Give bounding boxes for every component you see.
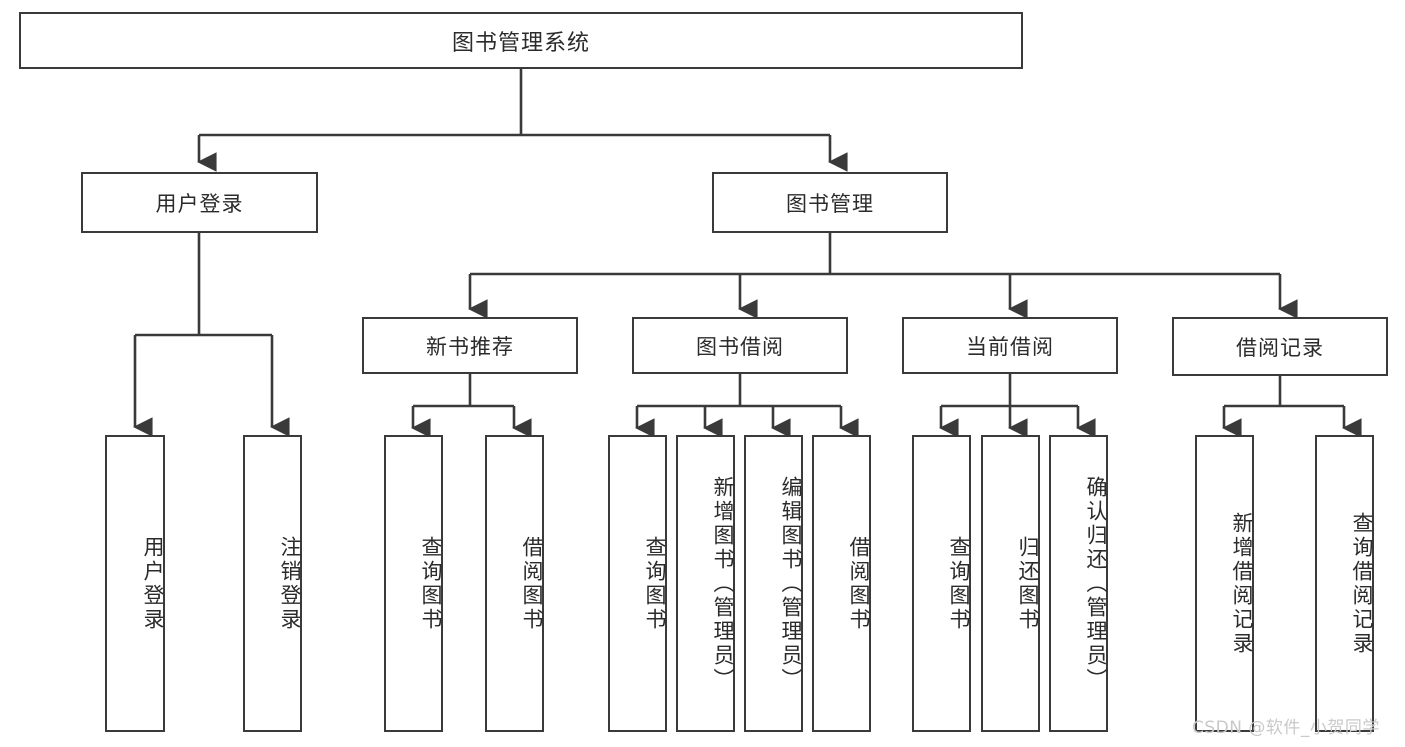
leaf-label: 归还图书 xyxy=(1016,535,1040,632)
leaf-label: 确认归还（管理员） xyxy=(1084,475,1108,692)
leaf-book-borrow-query-books[interactable]: 查询图书 xyxy=(608,435,667,732)
leaf-current-borrow-query-books[interactable]: 查询图书 xyxy=(912,435,971,732)
node-book-borrow[interactable]: 图书借阅 xyxy=(632,317,848,374)
leaf-book-borrow-borrow-books[interactable]: 借阅图书 xyxy=(812,435,871,732)
node-book-management[interactable]: 图书管理 xyxy=(712,172,948,233)
leaf-book-borrow-add-book-admin[interactable]: 新增图书（管理员） xyxy=(676,435,735,732)
leaf-user-login-signout[interactable]: 注销登录 xyxy=(243,435,302,732)
node-root-label: 图书管理系统 xyxy=(451,30,590,56)
leaf-current-borrow-return-books[interactable]: 归还图书 xyxy=(981,435,1040,732)
leaf-book-borrow-edit-book-admin[interactable]: 编辑图书（管理员） xyxy=(744,435,803,732)
leaf-label: 查询图书 xyxy=(643,535,667,632)
node-borrow-record[interactable]: 借阅记录 xyxy=(1172,317,1388,376)
leaf-label: 新增借阅记录 xyxy=(1230,511,1254,656)
leaf-label: 查询图书 xyxy=(947,535,971,632)
leaf-label: 查询图书 xyxy=(419,535,443,632)
leaf-user-login-signin[interactable]: 用户登录 xyxy=(105,435,165,732)
leaf-label: 查询借阅记录 xyxy=(1350,511,1374,656)
leaf-label: 编辑图书（管理员） xyxy=(779,475,803,692)
leaf-label: 新增图书（管理员） xyxy=(711,475,735,692)
leaf-current-borrow-confirm-return-admin[interactable]: 确认归还（管理员） xyxy=(1049,435,1108,732)
node-user-login[interactable]: 用户登录 xyxy=(81,172,318,233)
node-borrow-record-label: 借阅记录 xyxy=(1236,335,1324,360)
leaf-new-book-borrow-books[interactable]: 借阅图书 xyxy=(485,435,544,732)
node-user-login-label: 用户登录 xyxy=(155,191,244,216)
node-new-book-recommend[interactable]: 新书推荐 xyxy=(362,317,578,374)
node-root[interactable]: 图书管理系统 xyxy=(19,12,1023,69)
node-new-book-recommend-label: 新书推荐 xyxy=(426,334,514,359)
leaf-label: 注销登录 xyxy=(278,535,302,632)
leaf-label: 借阅图书 xyxy=(520,535,544,632)
leaf-borrow-record-query-record[interactable]: 查询借阅记录 xyxy=(1315,435,1374,732)
node-book-management-label: 图书管理 xyxy=(786,191,874,216)
leaf-label: 用户登录 xyxy=(141,535,165,632)
node-current-borrow[interactable]: 当前借阅 xyxy=(902,317,1118,374)
leaf-label: 借阅图书 xyxy=(847,535,871,632)
node-book-borrow-label: 图书借阅 xyxy=(696,334,784,359)
leaf-borrow-record-add-record[interactable]: 新增借阅记录 xyxy=(1195,435,1254,732)
leaf-new-book-query-books[interactable]: 查询图书 xyxy=(384,435,443,732)
node-current-borrow-label: 当前借阅 xyxy=(966,334,1054,359)
